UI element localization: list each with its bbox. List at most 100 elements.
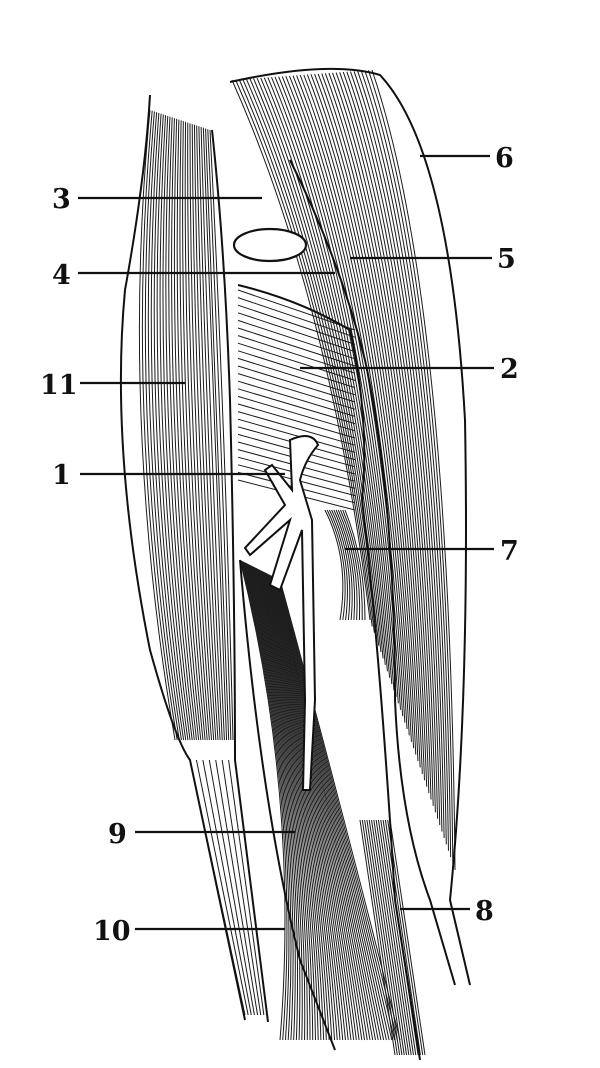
left-muscle-outer-edge — [119, 94, 246, 1021]
middle-muscle-fiber — [237, 373, 356, 410]
right-muscle-inner-edge — [289, 159, 456, 986]
left-tendon-fiber — [215, 759, 259, 1016]
lower-muscle-fiber — [278, 579, 398, 1041]
label-4: 4 — [52, 260, 71, 291]
lower-muscle-fiber — [255, 568, 330, 1041]
lower-muscle-fiber — [270, 575, 374, 1041]
right-muscle-fiber — [364, 70, 452, 858]
right-muscle-fiber — [253, 78, 384, 659]
lower-muscle-fiber — [276, 578, 393, 1041]
lower-muscle-fiber — [267, 573, 366, 1041]
lower-muscle-fiber — [259, 569, 341, 1041]
middle-muscle-fiber — [237, 304, 356, 345]
muscle-fiber-hatching — [138, 69, 456, 1056]
tendon-opening-oval — [232, 227, 308, 263]
lower-muscle-fiber — [263, 571, 352, 1041]
lower-muscle-fiber — [244, 562, 296, 1041]
left-muscle-fiber — [171, 118, 200, 741]
lower-muscle-fiber — [252, 566, 319, 1041]
small-muscle-fiber — [333, 509, 353, 621]
right-muscle-fiber — [321, 73, 425, 781]
label-8: 8 — [475, 896, 494, 927]
right-muscle-fiber — [296, 75, 410, 736]
right-muscle-fiber — [260, 77, 388, 672]
left-muscle-fiber — [187, 122, 213, 741]
lower-muscle-fiber — [251, 565, 316, 1041]
lower-muscle-fiber — [271, 575, 376, 1041]
label-7: 7 — [500, 536, 519, 567]
left-muscle-fiber — [189, 123, 215, 741]
right-muscle-fiber — [235, 79, 373, 627]
tendon-fiber — [380, 819, 417, 1056]
small-muscle-fiber — [328, 509, 348, 621]
lower-muscle-fiber — [244, 562, 299, 1041]
lower-muscle-fiber — [264, 572, 355, 1041]
left-muscle-fiber — [153, 113, 187, 741]
lower-muscle-fiber — [268, 574, 368, 1041]
right-muscle-fiber — [371, 69, 456, 871]
middle-muscle-fiber — [237, 380, 356, 417]
middle-muscle-fiber — [237, 357, 356, 396]
middle-muscle-fiber — [237, 418, 356, 453]
middle-muscle-fiber — [237, 411, 356, 446]
right-muscle-fiber — [346, 71, 441, 826]
tendon-fiber — [377, 819, 414, 1056]
tendon-fiber — [366, 819, 403, 1056]
middle-muscle-fiber — [237, 395, 356, 432]
right-muscle-fiber — [263, 77, 391, 678]
left-muscle-fiber — [168, 117, 197, 741]
right-muscle-fiber — [349, 71, 443, 832]
lower-muscle-fiber — [240, 560, 288, 1041]
label-leader-lines — [78, 154, 494, 931]
lower-muscle-fiber — [274, 577, 385, 1041]
left-tendon-fiber — [221, 759, 262, 1016]
tendon-fiber — [361, 819, 398, 1056]
left-muscle-fiber — [198, 126, 223, 741]
right-muscle-fiber — [339, 72, 436, 813]
small-muscle-fiber — [331, 509, 351, 621]
left-muscle-fiber — [150, 112, 185, 741]
right-muscle-fiber — [335, 72, 434, 806]
left-muscle-fiber — [176, 119, 204, 741]
left-muscle-fiber — [165, 116, 195, 741]
right-muscle-fiber — [249, 78, 382, 653]
left-muscle-fiber — [162, 115, 193, 741]
right-muscle-fiber — [292, 75, 408, 730]
left-muscle-fiber — [156, 114, 189, 741]
left-muscle-fiber — [193, 124, 219, 741]
right-muscle-fiber — [328, 72, 430, 794]
label-2: 2 — [500, 354, 519, 385]
small-muscle-fiber — [342, 509, 363, 621]
right-muscle-fiber — [278, 76, 399, 704]
middle-muscle-fiber — [237, 312, 356, 353]
lower-muscle-fiber — [277, 578, 396, 1041]
left-tendon-fiber — [228, 759, 265, 1016]
tendon-fiber — [371, 819, 408, 1056]
label-5: 5 — [497, 244, 516, 275]
left-muscle-fiber — [205, 128, 230, 741]
lower-muscle-fiber — [250, 565, 314, 1041]
middle-muscle-fiber — [237, 319, 356, 360]
left-tendon-fiber — [202, 759, 252, 1016]
lower-muscle-fiber — [272, 576, 379, 1041]
lower-muscle-fiber — [279, 579, 401, 1041]
lower-muscle-fiber — [275, 578, 390, 1041]
middle-muscle-fiber — [237, 327, 356, 367]
tendon-fiber — [387, 819, 424, 1056]
middle-muscle-fiber — [237, 350, 356, 389]
right-muscle-fiber — [281, 76, 402, 710]
middle-muscle-fiber — [237, 388, 356, 425]
small-muscle-fiber — [344, 509, 366, 621]
lower-muscle-fiber — [262, 571, 349, 1041]
left-muscle-fiber — [207, 129, 232, 741]
label-10: 10 — [93, 916, 131, 947]
right-muscle-fiber — [324, 73, 428, 787]
lower-muscle-edge — [239, 559, 336, 1051]
right-muscle-fiber — [238, 79, 375, 633]
left-muscle-inner-edge — [211, 129, 269, 1023]
lower-muscle-fiber — [239, 559, 286, 1041]
middle-muscle-fiber — [237, 297, 356, 338]
middle-muscle-fiber — [237, 365, 356, 403]
right-muscle-fiber — [367, 70, 454, 864]
